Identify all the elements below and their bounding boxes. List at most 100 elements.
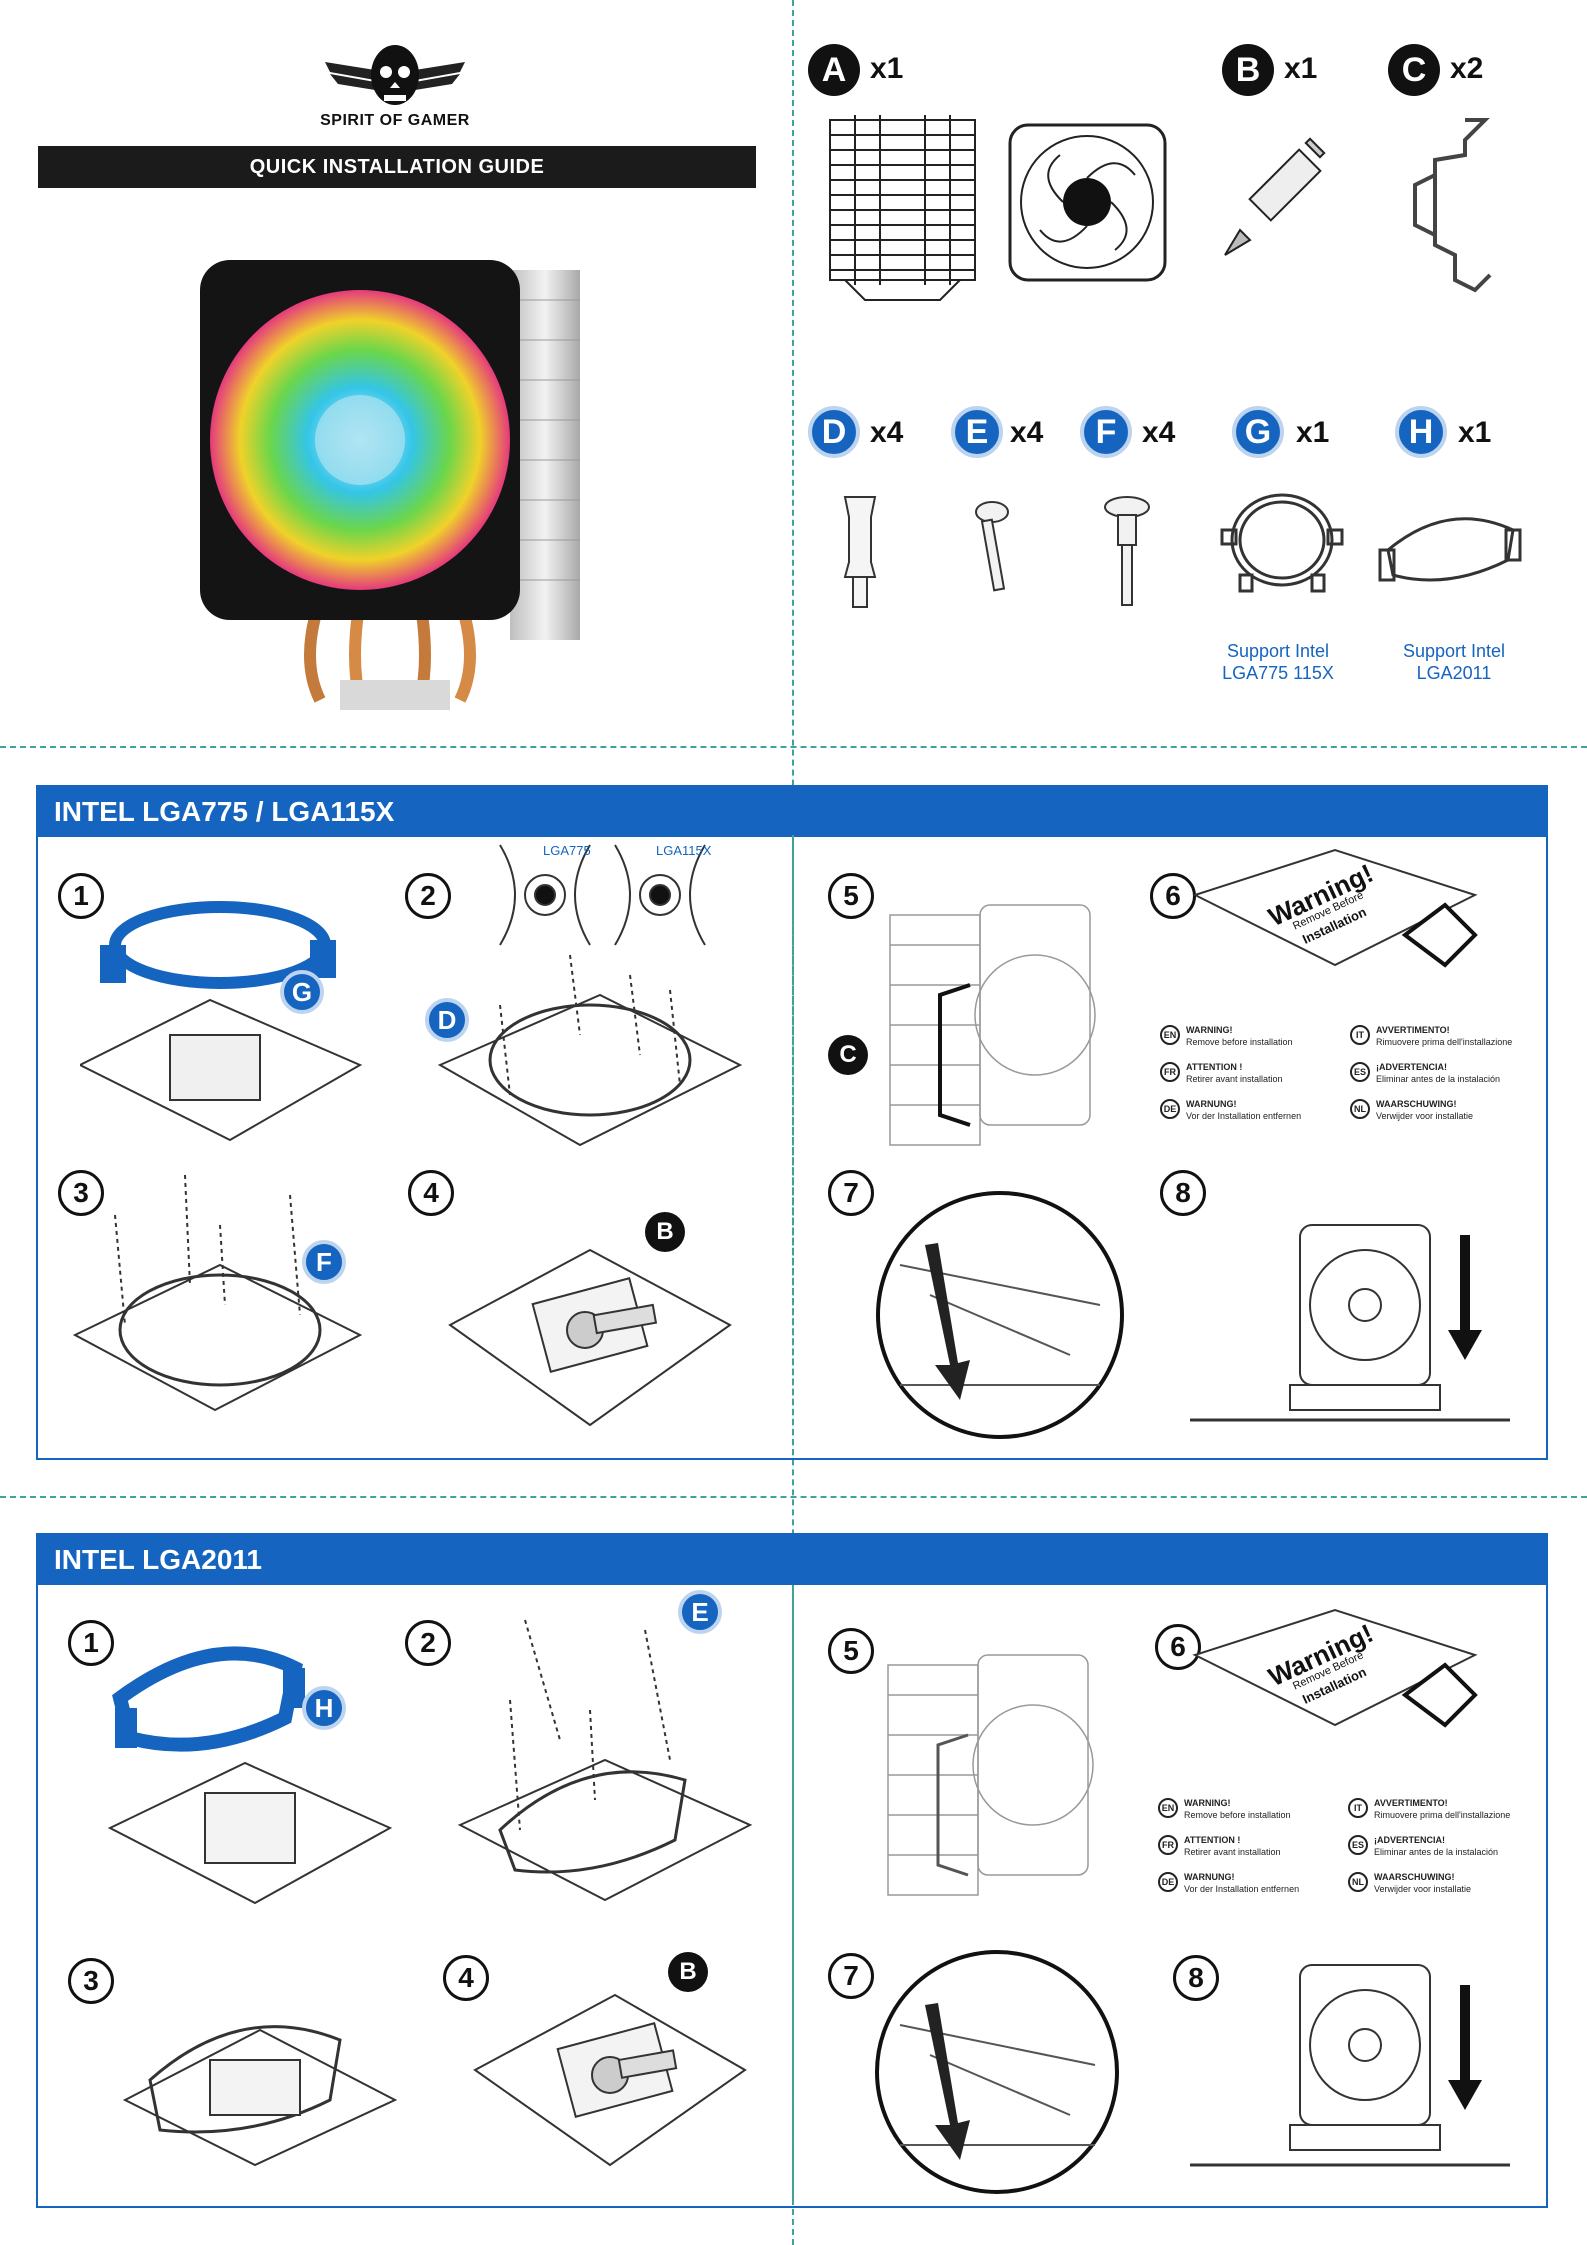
flag-en: EN bbox=[1158, 1798, 1178, 1818]
part-badge-e: E bbox=[951, 406, 1003, 458]
warning-es-title: ¡ADVERTENCIA! bbox=[1374, 1835, 1445, 1845]
warning-fr-title: ATTENTION ! bbox=[1184, 1835, 1241, 1845]
part-g-caption-line2: LGA775 115X bbox=[1222, 663, 1334, 683]
flag-fr: FR bbox=[1158, 1835, 1178, 1855]
bracket-h-drawing bbox=[1378, 490, 1523, 595]
part-qty-g: x1 bbox=[1296, 416, 1330, 449]
s2-step-8: 8 bbox=[1173, 1955, 1219, 2001]
section-lga2011-title: INTEL LGA2011 bbox=[38, 1535, 1546, 1585]
part-badge-d: D bbox=[808, 406, 860, 458]
flag-es: ES bbox=[1348, 1835, 1368, 1855]
thermal-paste-drawing bbox=[1210, 135, 1340, 265]
warning-fr-title: ATTENTION ! bbox=[1186, 1062, 1243, 1072]
s2-step4-illustration bbox=[470, 1970, 750, 2170]
part-g-caption: Support Intel LGA775 115X bbox=[1188, 640, 1368, 684]
s1-step4-part-b-badge: B bbox=[645, 1212, 685, 1252]
part-qty-h: x1 bbox=[1458, 416, 1492, 449]
warning-en-text: Remove before installation bbox=[1184, 1810, 1291, 1820]
warning-es-title: ¡ADVERTENCIA! bbox=[1376, 1062, 1447, 1072]
warning-it-text: Rimuovere prima dell'installazione bbox=[1374, 1810, 1511, 1820]
part-g-caption-line1: Support Intel bbox=[1226, 641, 1330, 661]
warning-de-text: Vor der Installation entfernen bbox=[1184, 1884, 1300, 1894]
warning-nl-title: WAARSCHUWING! bbox=[1376, 1099, 1457, 1109]
warning-nl-text: Verwijder voor installatie bbox=[1374, 1884, 1472, 1894]
clip-drawing bbox=[1395, 115, 1495, 295]
s2-step-6: 6 bbox=[1155, 1624, 1201, 1670]
s1-step5-part-c-badge: C bbox=[828, 1035, 868, 1075]
part-h-caption-line2: LGA2011 bbox=[1416, 663, 1492, 683]
flag-fr: FR bbox=[1160, 1062, 1180, 1082]
s1-step-5: 5 bbox=[828, 873, 874, 919]
part-h-caption: Support Intel LGA2011 bbox=[1364, 640, 1544, 684]
warning-it-text: Rimuovere prima dell'installazione bbox=[1376, 1037, 1513, 1047]
s2-step6-warning-sticker bbox=[1185, 1605, 1485, 1755]
warning-es-text: Eliminar antes de la instalación bbox=[1374, 1847, 1499, 1857]
s1-step7-illustration bbox=[870, 1185, 1130, 1445]
s2-step4-part-b-badge: B bbox=[668, 1952, 708, 1992]
fold-line-horizontal-1 bbox=[0, 746, 1587, 748]
s1-step8-illustration bbox=[1190, 1220, 1510, 1440]
part-badge-g: G bbox=[1232, 406, 1284, 458]
s1-step5-illustration bbox=[870, 885, 1110, 1155]
s1-step6-warning-sticker bbox=[1185, 845, 1485, 995]
s2-step2-part-e-badge: E bbox=[678, 1590, 722, 1634]
s2-step2-illustration bbox=[455, 1610, 755, 1910]
part-badge-b: B bbox=[1222, 44, 1274, 96]
warning-nl-text: Verwijder voor installatie bbox=[1376, 1111, 1474, 1121]
s1-socket-lga775-detail bbox=[490, 835, 600, 955]
warning-nl-title: WAARSCHUWING! bbox=[1374, 1872, 1455, 1882]
s1-step-2: 2 bbox=[405, 873, 451, 919]
s2-step-7: 7 bbox=[828, 1953, 874, 1999]
s2-step-3: 3 bbox=[68, 1958, 114, 2004]
section-lga775-115x: INTEL LGA775 / LGA115X bbox=[36, 785, 1548, 1460]
s1-step3-part-f-badge: F bbox=[302, 1240, 346, 1284]
s2-step-5: 5 bbox=[828, 1628, 874, 1674]
heatsink-drawing bbox=[825, 115, 980, 310]
s1-step-1: 1 bbox=[58, 873, 104, 919]
s1-step2-illustration bbox=[430, 945, 750, 1155]
warning-de-text: Vor der Installation entfernen bbox=[1186, 1111, 1302, 1121]
s1-step4-illustration bbox=[445, 1210, 735, 1435]
s1-step1-illustration bbox=[77, 890, 370, 1150]
s1-step2-part-d-badge: D bbox=[425, 998, 469, 1042]
part-qty-c: x2 bbox=[1450, 52, 1484, 85]
fan-drawing bbox=[1005, 120, 1170, 285]
warning-en-text: Remove before installation bbox=[1186, 1037, 1293, 1047]
flag-en: EN bbox=[1160, 1025, 1180, 1045]
section-lga2011: INTEL LGA2011 bbox=[36, 1533, 1548, 2208]
part-badge-h: H bbox=[1395, 406, 1447, 458]
warning-it-title: AVVERTIMENTO! bbox=[1376, 1025, 1450, 1035]
warning-de-title: WARNUNG! bbox=[1186, 1099, 1237, 1109]
s1-step-3: 3 bbox=[58, 1170, 104, 1216]
warning-it-title: AVVERTIMENTO! bbox=[1374, 1798, 1448, 1808]
warning-es-text: Eliminar antes de la instalación bbox=[1376, 1074, 1501, 1084]
backplate-g-drawing bbox=[1220, 485, 1345, 600]
s2-step5-illustration bbox=[868, 1635, 1108, 1905]
warning-en-title: WARNING! bbox=[1184, 1798, 1231, 1808]
warning-fr-text: Retirer avant installation bbox=[1184, 1847, 1281, 1857]
s2-step-2: 2 bbox=[405, 1620, 451, 1666]
flag-nl: NL bbox=[1348, 1872, 1368, 1892]
s1-label-lga775: LGA775 bbox=[543, 843, 591, 858]
part-qty-b: x1 bbox=[1284, 52, 1318, 85]
flag-nl: NL bbox=[1350, 1099, 1370, 1119]
s1-step-4: 4 bbox=[408, 1170, 454, 1216]
standoff-d-drawing bbox=[835, 492, 885, 612]
screw-e-drawing bbox=[970, 500, 1020, 605]
part-badge-f: F bbox=[1080, 406, 1132, 458]
brand-name: SPIRIT OF GAMER bbox=[320, 112, 470, 129]
warning-de-title: WARNUNG! bbox=[1184, 1872, 1235, 1882]
s1-socket-lga115x-detail bbox=[605, 835, 715, 955]
s2-step3-illustration bbox=[120, 1980, 400, 2170]
part-h-caption-line1: Support Intel bbox=[1402, 641, 1506, 661]
s1-step-8: 8 bbox=[1160, 1170, 1206, 1216]
s1-step-7: 7 bbox=[828, 1170, 874, 1216]
s1-step-6: 6 bbox=[1150, 873, 1196, 919]
brand-logo bbox=[320, 40, 470, 115]
s2-step1-illustration bbox=[105, 1628, 395, 1908]
s1-step1-part-g-badge: G bbox=[280, 970, 324, 1014]
s1-step3-illustration bbox=[70, 1165, 370, 1415]
section2-divider bbox=[792, 1585, 794, 2200]
part-qty-d: x4 bbox=[870, 416, 904, 449]
